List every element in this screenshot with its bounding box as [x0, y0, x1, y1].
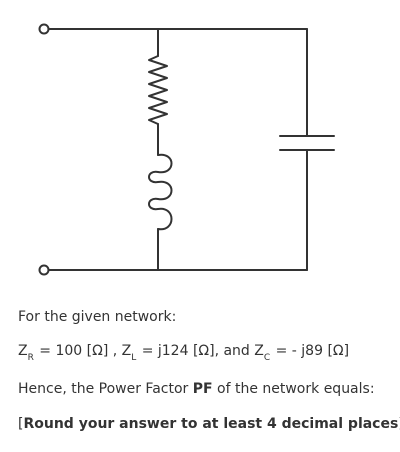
zc-value: = - j89 [Ω]: [271, 343, 350, 359]
question-pre: Hence, the Power Factor: [18, 381, 193, 397]
instruction-open-bracket: [: [18, 416, 24, 432]
zr-subscript: R: [27, 353, 34, 363]
rounding-instruction: [Round your answer to at least 4 decimal…: [18, 415, 400, 433]
question-text: Hence, the Power Factor PF of the networ…: [18, 380, 375, 398]
resistor-symbol: [148, 55, 168, 125]
zl-symbol: Z: [121, 343, 132, 359]
instruction-text: Round your answer to at least 4 decimal …: [23, 416, 399, 432]
instruction-close-bracket: ]: [398, 416, 400, 432]
zr-symbol: Z: [18, 343, 28, 359]
zl-subscript: L: [131, 353, 137, 363]
zc-symbol: Z: [254, 343, 264, 359]
bottom-terminal: [38, 264, 50, 276]
question-post: of the network equals:: [212, 381, 375, 397]
inductor-symbol: [148, 153, 173, 231]
zr-value: = 100 [Ω] ,: [34, 343, 122, 359]
problem-intro: For the given network:: [18, 309, 177, 325]
question-pf: PF: [192, 381, 213, 397]
circuit-diagram: [38, 23, 335, 276]
impedance-values: ZR = 100 [Ω] , ZL = j124 [Ω], and ZC = -…: [18, 342, 350, 363]
zl-value: = j124 [Ω], and: [137, 343, 255, 359]
zc-subscript: C: [263, 353, 271, 363]
top-terminal: [38, 23, 50, 35]
